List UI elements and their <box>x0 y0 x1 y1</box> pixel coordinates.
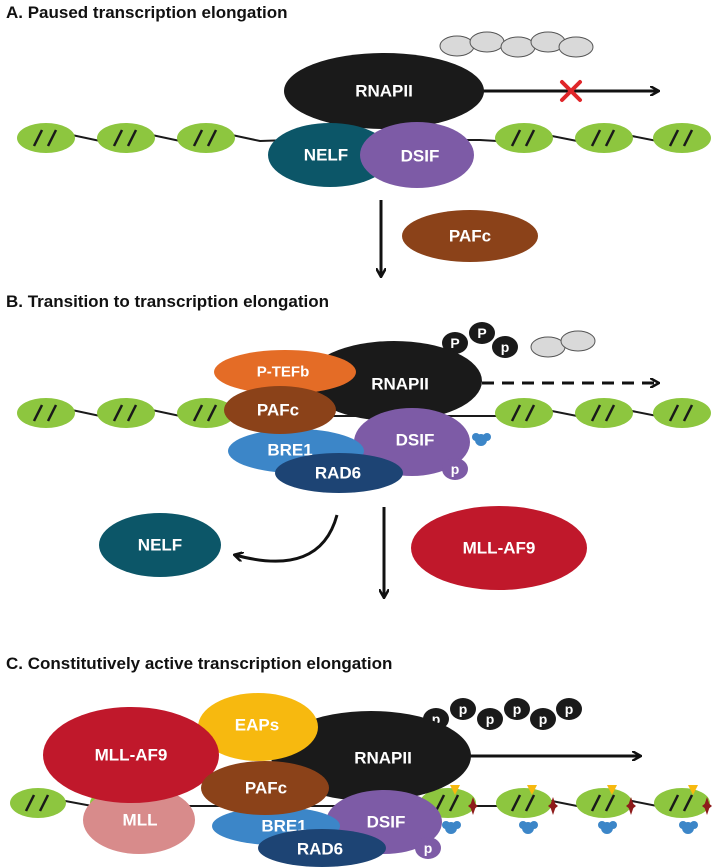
phospho-mark: p <box>556 698 582 720</box>
pafc-complex <box>402 210 538 262</box>
phospho-mark: p <box>450 698 476 720</box>
nucleosome-icon <box>97 123 155 153</box>
rnapii-label: RNAPII <box>371 375 429 394</box>
rnapii-label: RNAPII <box>355 82 413 101</box>
phospho-label: p <box>486 711 495 727</box>
nelf-release-arrow <box>235 514 339 563</box>
rad6-complex <box>275 453 403 493</box>
phospho-label: p <box>451 461 460 477</box>
pafc-label: PAFc <box>449 227 491 246</box>
nelf-complex <box>99 513 221 577</box>
nucleosome-icon <box>495 398 553 428</box>
nucleosome-icon <box>575 398 633 428</box>
nucleosome-icon <box>654 788 710 818</box>
pafc-label: PAFc <box>257 401 299 420</box>
mll-label: MLL <box>123 811 158 830</box>
eaps-label: EAPs <box>235 716 279 735</box>
nucleosome-icon <box>576 788 632 818</box>
phospho-label: p <box>501 339 510 355</box>
nelf-label: NELF <box>138 536 182 555</box>
nascent-rna <box>530 330 596 358</box>
nucleosome-icon <box>17 123 75 153</box>
pafc-complex <box>201 761 329 815</box>
dsif-label: DSIF <box>396 431 435 450</box>
phospho-mark: p <box>477 708 503 730</box>
phospho-label: p <box>432 711 441 727</box>
block-x-icon <box>560 80 582 102</box>
phospho-label: p <box>513 701 522 717</box>
nascent-rna <box>439 31 594 58</box>
ptefb-complex <box>214 350 356 394</box>
phospho-label: p <box>565 701 574 717</box>
phospho-mark: P <box>442 332 468 354</box>
methylation-triangle-icon <box>450 785 698 795</box>
star-mark-icon <box>468 797 712 815</box>
phospho-mark: p <box>492 336 518 358</box>
rad6-complex <box>258 829 386 867</box>
nucleosome-icon <box>496 788 552 818</box>
nucleosome-icon <box>97 398 155 428</box>
rnapii-complex <box>306 341 482 421</box>
rad6-label: RAD6 <box>297 840 343 859</box>
phospho-label: P <box>477 325 486 341</box>
phospho-mark: P <box>469 322 495 344</box>
bre1-label: BRE1 <box>267 441 312 460</box>
pafc-label: PAFc <box>245 779 287 798</box>
section-b-title: B. Transition to transcription elongatio… <box>6 292 329 311</box>
nucleosome-icon <box>653 123 711 153</box>
nucleosome-icon <box>177 123 235 153</box>
mll-af9-label: MLL-AF9 <box>95 746 168 765</box>
eaps-complex <box>198 693 318 761</box>
nelf-complex <box>268 123 392 187</box>
nucleosome-icon <box>575 123 633 153</box>
ptefb-label: P-TEFb <box>257 364 310 381</box>
section-a-title: A. Paused transcription elongation <box>6 3 287 22</box>
dsif-complex <box>360 122 474 188</box>
phospho-mark: p <box>504 698 530 720</box>
section-c-title: C. Constitutively active transcription e… <box>6 654 392 673</box>
mll-complex <box>83 786 195 854</box>
nucleosome-icon <box>177 398 235 428</box>
rnapii-label: RNAPII <box>354 749 412 768</box>
nucleosome-icon <box>653 398 711 428</box>
pafc-complex <box>224 386 336 434</box>
nucleosome-icon <box>10 788 66 818</box>
mll-af9-label: MLL-AF9 <box>463 539 536 558</box>
nucleosome-icon <box>17 398 75 428</box>
dsif-label: DSIF <box>401 147 440 166</box>
nelf-label: NELF <box>304 146 348 165</box>
phospho-label: p <box>424 840 433 856</box>
ubiquitin-icon <box>472 433 491 446</box>
ubiquitin-icon <box>442 821 698 834</box>
mll-af9-complex <box>411 506 587 590</box>
phospho-mark: p <box>530 708 556 730</box>
nucleosome-icon <box>495 123 553 153</box>
phospho-mark: p <box>415 837 441 859</box>
phospho-label: p <box>459 701 468 717</box>
rnapii-complex <box>284 53 484 129</box>
phospho-label: P <box>450 335 459 351</box>
mll-af9-complex <box>43 707 219 803</box>
phospho-label: p <box>539 711 548 727</box>
rad6-label: RAD6 <box>315 464 361 483</box>
phospho-mark: p <box>442 458 468 480</box>
dsif-label: DSIF <box>367 813 406 832</box>
